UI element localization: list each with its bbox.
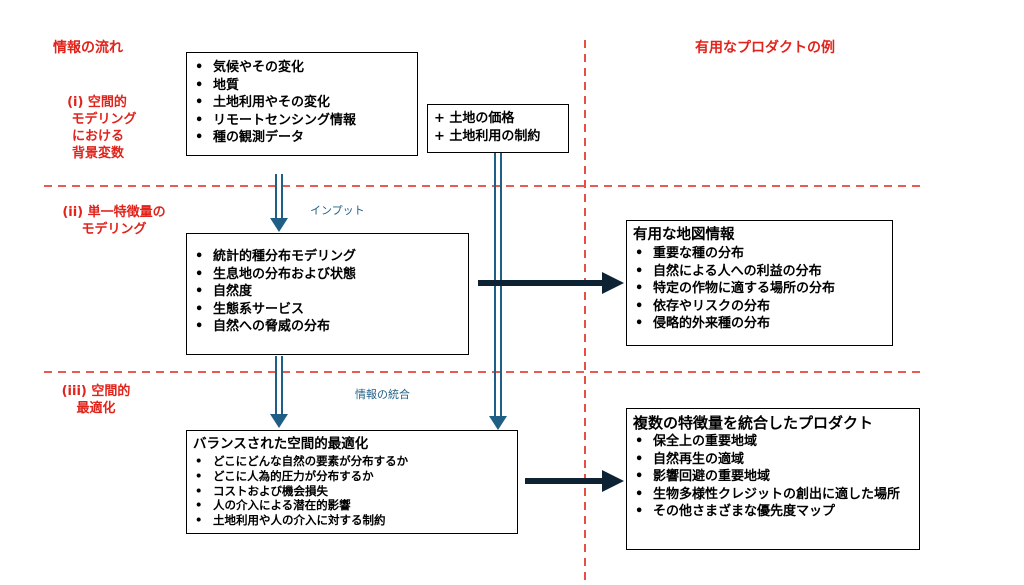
integrated-products-box: 複数の特徴量を統合したプロダクト 保全上の重要地域 自然再生の適域 影響回避の重… xyxy=(626,408,920,550)
list-item: 生息地の分布および状態 xyxy=(187,266,468,284)
section-label-i-line2: モデリング xyxy=(71,112,137,127)
list-item: 影響回避の重要地域 xyxy=(627,468,919,486)
section-label-ii-line2: モデリング xyxy=(81,222,147,237)
extra-inputs-box: + 土地の価格 + 土地利用の制約 xyxy=(427,104,569,153)
extra-input-land-price: + 土地の価格 xyxy=(434,111,515,126)
section-label-iii: (iii) 空間的 最適化 xyxy=(52,383,140,417)
integrated-products-title: 複数の特徴量を統合したプロダクト xyxy=(633,414,874,432)
extra-input-land-use-constraint: + 土地利用の制約 xyxy=(434,129,541,144)
section-label-iii-line2: 最適化 xyxy=(76,401,116,416)
list-item: 生態系サービス xyxy=(187,301,468,319)
spatial-optimization-box: バランスされた空間的最適化 どこにどんな自然の要素が分布するか どこに人為的圧力… xyxy=(186,430,518,534)
list-item: 人の介入による潜在的影響 xyxy=(187,498,517,513)
list-item: 種の観測データ xyxy=(187,129,417,147)
list-item: 土地利用やその変化 xyxy=(187,94,417,112)
list-item: その他さまざまな優先度マップ xyxy=(627,503,919,521)
list-item: 自然への脅威の分布 xyxy=(187,318,468,336)
list-item: 自然再生の適域 xyxy=(627,451,919,469)
section-label-i-line4: 背景変数 xyxy=(71,146,124,161)
list-item: 重要な種の分布 xyxy=(627,245,892,263)
input-arrow-label: インプット xyxy=(310,204,365,217)
list-item: コストおよび機会損失 xyxy=(187,484,517,499)
section-label-iii-line1: (iii) 空間的 xyxy=(61,384,131,399)
single-feature-modeling-box: 統計的種分布モデリング 生息地の分布および状態 自然度 生態系サービス 自然への… xyxy=(186,233,469,355)
right-header: 有用なプロダクトの例 xyxy=(695,40,835,56)
list-item: 依存やリスクの分布 xyxy=(627,298,892,316)
list-item: 土地利用や人の介入に対する制約 xyxy=(187,513,517,528)
left-header: 情報の流れ xyxy=(53,40,123,56)
section-label-ii-line1: (ii) 単一特徴量の xyxy=(62,205,166,220)
map-products-arrow xyxy=(478,272,624,294)
list-item: 地質 xyxy=(187,77,417,95)
list-item: 生物多様性クレジットの創出に適した場所 xyxy=(627,486,919,504)
list-item: どこにどんな自然の要素が分布するか xyxy=(187,454,517,469)
integrated-products-arrow xyxy=(525,470,624,492)
list-item: リモートセンシング情報 xyxy=(187,112,417,130)
integration-arrow xyxy=(270,356,288,428)
list-item: 統計的種分布モデリング xyxy=(187,248,468,266)
integration-arrow-label: 情報の統合 xyxy=(355,388,410,401)
section-label-ii: (ii) 単一特徴量の モデリング xyxy=(52,204,176,238)
list-item: 気候やその変化 xyxy=(187,59,417,77)
list-item: 特定の作物に適する場所の分布 xyxy=(627,280,892,298)
background-variables-box: 気候やその変化 地質 土地利用やその変化 リモートセンシング情報 種の観測データ xyxy=(186,52,418,156)
optimization-title: バランスされた空間的最適化 xyxy=(193,436,369,452)
extra-inputs-arrow xyxy=(489,152,507,430)
section-label-i-line3: における xyxy=(71,129,124,144)
section-label-i: (i) 空間的 モデリング における 背景変数 xyxy=(52,94,142,162)
map-products-title: 有用な地図情報 xyxy=(633,227,735,243)
list-item: 自然度 xyxy=(187,283,468,301)
list-item: 自然による人への利益の分布 xyxy=(627,263,892,281)
list-item: 保全上の重要地域 xyxy=(627,433,919,451)
section-label-i-line1: (i) 空間的 xyxy=(67,95,127,110)
list-item: 侵略的外来種の分布 xyxy=(627,315,892,333)
input-arrow xyxy=(270,174,288,232)
useful-map-info-box: 有用な地図情報 重要な種の分布 自然による人への利益の分布 特定の作物に適する場… xyxy=(626,220,893,346)
list-item: どこに人為的圧力が分布するか xyxy=(187,469,517,484)
